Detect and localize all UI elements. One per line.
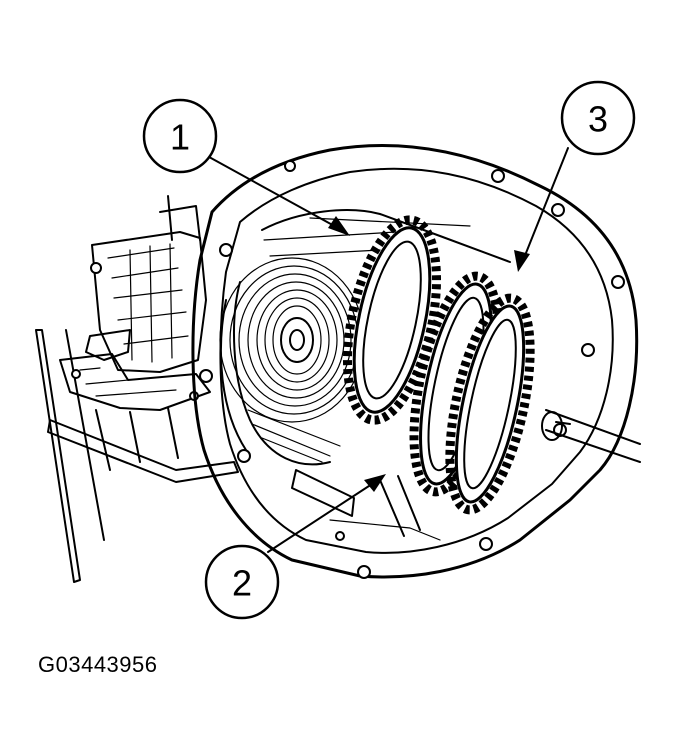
lower-case-details (291, 469, 441, 541)
transmission-case (191, 144, 639, 579)
callout-3-label: 3 (588, 99, 608, 140)
leader-lines (199, 147, 569, 553)
valve-body-assembly (35, 195, 239, 583)
figure-reference-code: G03443956 (38, 652, 158, 677)
converter-hub-spiral (219, 257, 365, 463)
callout-2: 2 (204, 544, 280, 620)
callout-2-label: 2 (232, 563, 252, 604)
callout-1-label: 1 (170, 117, 190, 158)
callout-1: 1 (142, 98, 218, 174)
output-shaft (541, 409, 641, 463)
clutch-plate-3 (445, 293, 535, 515)
callout-3: 3 (560, 80, 636, 156)
